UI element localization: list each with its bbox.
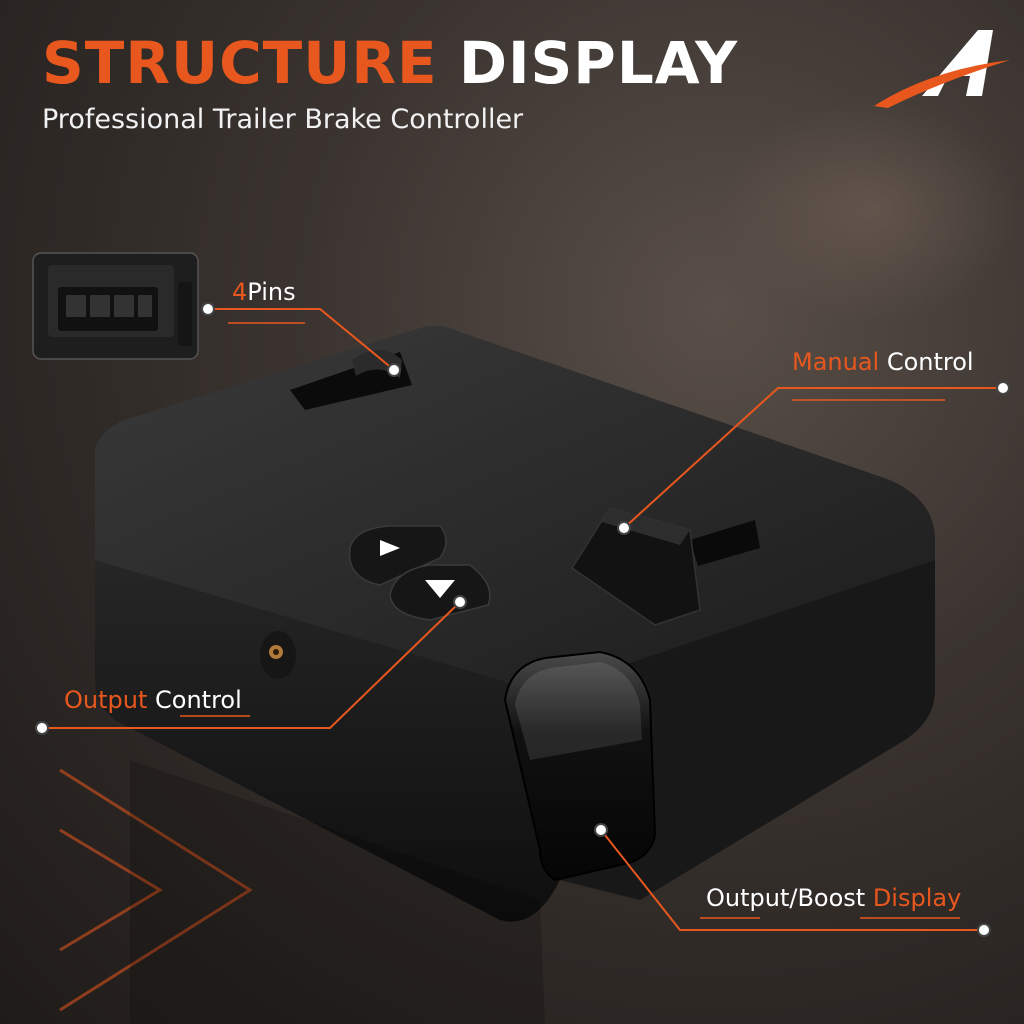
manual-control-lever — [570, 507, 701, 626]
pins-callout-highlight: 4 — [232, 278, 248, 306]
output-up-button — [348, 525, 447, 586]
output-callout-label: Output Control — [64, 686, 242, 714]
brand-a-logo-icon — [874, 30, 1010, 108]
pins-callout-text: Pins — [247, 278, 296, 306]
display-callout-text: Output/Boost — [706, 884, 873, 912]
background-hand-shape — [720, 100, 1020, 320]
arrow-triangle-icon — [425, 580, 455, 598]
display-callout-highlight: Display — [872, 884, 962, 912]
manual-callout-highlight: Manual — [792, 348, 880, 376]
display-callout-line — [600, 829, 984, 931]
manual-dot — [996, 381, 1010, 395]
device-reflection — [130, 760, 545, 1024]
page-title: STRUCTURE DISPLAY — [42, 28, 738, 98]
manual-callout-text: Control — [879, 348, 974, 376]
pins-device-dot — [387, 363, 401, 377]
arrow-right-icon — [380, 540, 400, 556]
output-dot — [35, 721, 49, 735]
pins-callout-line — [208, 308, 395, 371]
output-jack-port — [260, 631, 296, 679]
display-device-dot — [594, 823, 608, 837]
display-dot — [977, 923, 991, 937]
callout-dots — [35, 302, 1010, 937]
brake-controller-device — [95, 325, 935, 922]
output-callout-highlight: Output — [64, 686, 148, 714]
manual-callout-label: Manual Control — [792, 348, 974, 376]
decorative-chevron-icon — [59, 768, 253, 1012]
callout-lines — [42, 308, 1003, 931]
manual-device-dot — [617, 521, 631, 535]
output-device-dot — [453, 595, 467, 609]
output-boost-display — [503, 650, 657, 882]
output-callout-line — [42, 601, 461, 729]
pins-callout-label: 4Pins — [232, 278, 296, 306]
manual-callout-line — [623, 387, 1003, 529]
title-rest-word: DISPLAY — [458, 29, 739, 97]
pins-dot — [201, 302, 215, 316]
display-callout-label: Output/Boost Display — [706, 884, 961, 912]
title-accent-word: STRUCTURE — [42, 29, 438, 97]
connector-inset-image — [32, 252, 199, 360]
output-callout-text: Control — [147, 686, 242, 714]
page-subtitle: Professional Trailer Brake Controller — [42, 104, 524, 135]
